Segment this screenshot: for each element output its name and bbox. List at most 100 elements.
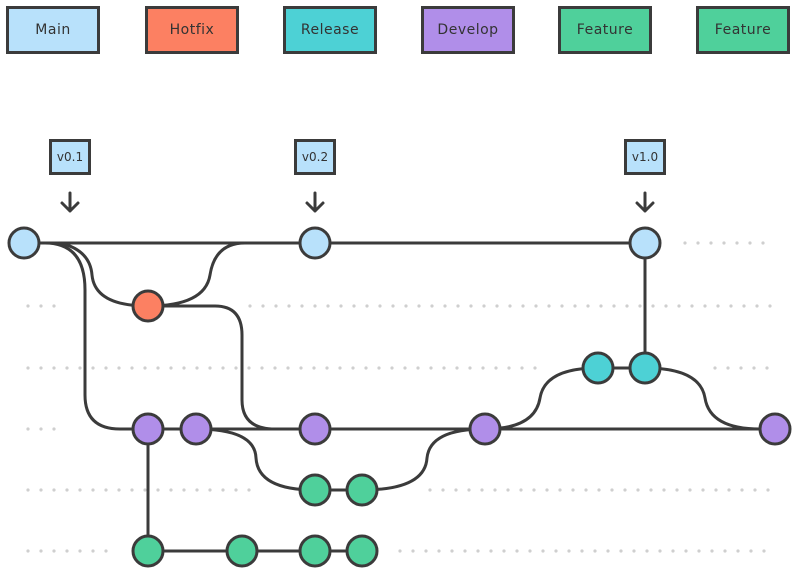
tag-v0-2: v0.2 bbox=[294, 139, 336, 175]
lane-dot bbox=[313, 304, 317, 308]
lane-dot bbox=[520, 366, 524, 370]
lane-dot bbox=[339, 304, 343, 308]
lane-dot bbox=[261, 304, 265, 308]
commit-develop-1 bbox=[131, 412, 165, 446]
legend-label: Main bbox=[35, 22, 71, 38]
commit-develop-2 bbox=[179, 412, 213, 446]
lane-dot bbox=[690, 304, 694, 308]
lane-dot bbox=[684, 549, 688, 553]
lane-dot bbox=[599, 304, 603, 308]
lane-dot bbox=[65, 549, 69, 553]
lane-dot bbox=[688, 488, 692, 492]
lane-dot bbox=[156, 366, 160, 370]
lane-dot bbox=[39, 304, 43, 308]
lane-dot bbox=[649, 488, 653, 492]
lane-dot bbox=[260, 366, 264, 370]
tag-label: v0.2 bbox=[301, 150, 329, 164]
feature-1-to-develop bbox=[360, 427, 487, 492]
lane-dot bbox=[584, 488, 588, 492]
commit-feature-2b bbox=[225, 534, 259, 568]
tag-label: v0.1 bbox=[56, 150, 84, 164]
lane-dot bbox=[78, 366, 82, 370]
lane-dot bbox=[675, 488, 679, 492]
lane-dot bbox=[740, 488, 744, 492]
lane-dot bbox=[39, 427, 43, 431]
lane-dot bbox=[701, 488, 705, 492]
legend-label: Feature bbox=[714, 22, 772, 38]
lane-dot bbox=[195, 488, 199, 492]
lane-dot bbox=[52, 304, 56, 308]
lane-dot bbox=[52, 427, 56, 431]
commit-nodes bbox=[7, 226, 792, 568]
lane-dot bbox=[765, 366, 769, 370]
lane-dot bbox=[403, 366, 407, 370]
arrow-v0-1 bbox=[60, 191, 80, 213]
lane-dot bbox=[312, 366, 316, 370]
tag-arrows bbox=[60, 191, 655, 213]
lane-dot bbox=[351, 366, 355, 370]
lane-dot bbox=[697, 549, 701, 553]
lane-dot bbox=[716, 304, 720, 308]
lane-dot bbox=[91, 549, 95, 553]
lane-dot bbox=[52, 488, 56, 492]
lane-dot bbox=[558, 488, 562, 492]
lane-dot bbox=[364, 366, 368, 370]
tag-v0-1: v0.1 bbox=[49, 139, 91, 175]
lane-dot bbox=[463, 549, 467, 553]
lane-dot bbox=[515, 549, 519, 553]
lane-dot bbox=[468, 366, 472, 370]
lane-dot bbox=[567, 549, 571, 553]
lane-dot bbox=[52, 549, 56, 553]
lane-dot bbox=[273, 366, 277, 370]
lane-dot bbox=[632, 549, 636, 553]
lane-guides bbox=[26, 241, 772, 553]
lane-dot bbox=[532, 488, 536, 492]
lane-dot bbox=[325, 366, 329, 370]
commit-feature-1a bbox=[298, 473, 332, 507]
lane-dot bbox=[671, 549, 675, 553]
lane-dot bbox=[586, 304, 590, 308]
lane-dot bbox=[26, 427, 30, 431]
lane-dot bbox=[636, 488, 640, 492]
legend-feature-1: Feature bbox=[558, 6, 652, 54]
release-to-develop bbox=[643, 366, 762, 431]
lane-dot bbox=[736, 549, 740, 553]
lane-dot bbox=[638, 304, 642, 308]
lane-dot bbox=[571, 488, 575, 492]
lane-dot bbox=[365, 304, 369, 308]
lane-dot bbox=[169, 488, 173, 492]
commit-develop-3 bbox=[298, 412, 332, 446]
lane-dot bbox=[52, 366, 56, 370]
lane-dot bbox=[443, 304, 447, 308]
main-to-hotfix bbox=[58, 241, 150, 308]
lane-dot bbox=[651, 304, 655, 308]
lane-dot bbox=[696, 241, 700, 245]
lane-dot bbox=[104, 549, 108, 553]
lane-dot bbox=[378, 304, 382, 308]
lane-dot bbox=[338, 366, 342, 370]
lane-dot bbox=[91, 488, 95, 492]
lane-dot bbox=[274, 304, 278, 308]
commit-main-v0-1 bbox=[7, 226, 41, 260]
lane-dot bbox=[761, 241, 765, 245]
branch-edges bbox=[22, 241, 777, 553]
lane-dot bbox=[424, 549, 428, 553]
lane-dot bbox=[625, 304, 629, 308]
lane-dot bbox=[416, 366, 420, 370]
legend-release: Release bbox=[283, 6, 377, 54]
arrow-v0-2 bbox=[305, 191, 325, 213]
lane-dot bbox=[391, 304, 395, 308]
develop-to-release bbox=[483, 366, 647, 431]
lane-dot bbox=[710, 549, 714, 553]
lane-dot bbox=[714, 488, 718, 492]
lane-dot bbox=[528, 549, 532, 553]
lane-dot bbox=[182, 488, 186, 492]
lane-dot bbox=[156, 488, 160, 492]
lane-dot bbox=[437, 549, 441, 553]
commit-release-1 bbox=[581, 351, 615, 385]
lane-dot bbox=[234, 366, 238, 370]
commit-release-2 bbox=[628, 351, 662, 385]
legend-main: Main bbox=[6, 6, 100, 54]
tag-v1-0: v1.0 bbox=[624, 139, 666, 175]
lane-dot bbox=[723, 549, 727, 553]
